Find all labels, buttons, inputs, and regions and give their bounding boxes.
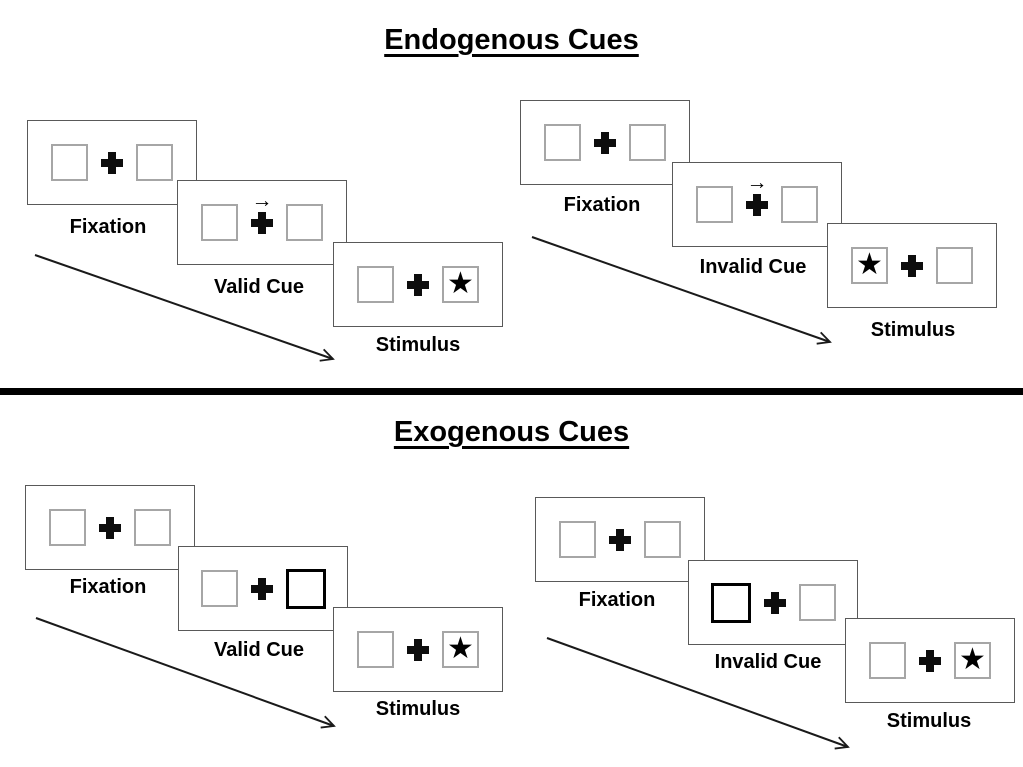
right-box: ★ — [954, 642, 991, 679]
left-box — [696, 186, 733, 223]
panel-label: Fixation — [69, 576, 147, 598]
plus-icon — [609, 528, 631, 551]
left-box — [201, 204, 238, 241]
star-icon: ★ — [447, 266, 474, 300]
right-box — [629, 124, 666, 161]
plus-icon — [407, 273, 429, 296]
panel-label: Stimulus — [886, 710, 972, 732]
plus-icon — [99, 516, 121, 539]
central-fixation — [901, 254, 923, 277]
plus-icon — [407, 638, 429, 661]
panel-endogenous-invalid-stimulus: ★ — [827, 223, 997, 308]
panel-endogenous-valid-cue: → — [177, 180, 347, 265]
central-fixation — [919, 649, 941, 672]
right-box — [136, 144, 173, 181]
left-box — [357, 266, 394, 303]
right-box — [134, 509, 171, 546]
cue-arrow-icon: → — [746, 170, 768, 194]
section-title-endogenous: Endogenous Cues — [384, 24, 639, 56]
panel-exogenous-valid-cue — [178, 546, 348, 631]
left-box — [51, 144, 88, 181]
panel-label: Fixation — [578, 589, 656, 611]
right-box — [936, 247, 973, 284]
panel-label: Invalid Cue — [699, 256, 807, 278]
section-divider — [0, 388, 1023, 395]
panel-label: Stimulus — [375, 698, 461, 720]
timeline-arrow-exogenous-valid — [35, 617, 336, 729]
central-fixation — [763, 591, 786, 614]
timeline-arrow-endogenous-valid — [34, 254, 335, 362]
left-box — [544, 124, 581, 161]
central-fixation — [250, 577, 273, 600]
plus-icon — [901, 254, 923, 277]
plus-icon — [101, 151, 123, 174]
plus-icon — [594, 131, 616, 154]
timeline-arrow-endogenous-invalid — [531, 236, 832, 345]
panel-label: Valid Cue — [213, 639, 305, 661]
left-box — [869, 642, 906, 679]
plus-icon — [763, 591, 786, 614]
plus-icon — [919, 649, 941, 672]
panel-label: Fixation — [563, 194, 641, 216]
cue-arrow-icon: → — [251, 188, 273, 212]
panel-label: Stimulus — [870, 319, 956, 341]
panel-endogenous-invalid-fixation — [520, 100, 690, 185]
central-fixation — [407, 638, 429, 661]
panel-label: Valid Cue — [213, 276, 305, 298]
panel-exogenous-valid-stimulus: ★ — [333, 607, 503, 692]
left-box — [49, 509, 86, 546]
left-box-highlighted — [710, 582, 751, 623]
central-fixation — [594, 131, 616, 154]
right-box — [798, 584, 836, 621]
star-icon: ★ — [856, 247, 883, 281]
left-box — [357, 631, 394, 668]
panel-endogenous-invalid-cue: → — [672, 162, 842, 247]
section-title-exogenous: Exogenous Cues — [393, 416, 630, 448]
plus-icon — [250, 577, 273, 600]
right-box — [644, 521, 681, 558]
central-fixation: → — [746, 172, 768, 216]
central-fixation — [101, 151, 123, 174]
right-box: ★ — [442, 631, 479, 668]
central-fixation — [609, 528, 631, 551]
star-icon: ★ — [447, 631, 474, 665]
right-box-highlighted — [285, 568, 326, 609]
central-fixation — [99, 516, 121, 539]
panel-endogenous-valid-fixation — [27, 120, 197, 205]
plus-icon — [251, 211, 273, 234]
panel-label: Invalid Cue — [714, 651, 822, 673]
panel-exogenous-invalid-stimulus: ★ — [845, 618, 1015, 703]
panel-label: Fixation — [69, 216, 147, 238]
panel-label: Stimulus — [375, 334, 461, 356]
right-box — [286, 204, 323, 241]
right-box: ★ — [442, 266, 479, 303]
plus-icon — [746, 193, 768, 216]
left-box — [559, 521, 596, 558]
panel-exogenous-valid-fixation — [25, 485, 195, 570]
left-box — [200, 570, 238, 607]
panel-endogenous-valid-stimulus: ★ — [333, 242, 503, 327]
central-fixation — [407, 273, 429, 296]
panel-exogenous-invalid-fixation — [535, 497, 705, 582]
right-box — [781, 186, 818, 223]
panel-exogenous-invalid-cue — [688, 560, 858, 645]
central-fixation: → — [251, 190, 273, 234]
left-box: ★ — [851, 247, 888, 284]
star-icon: ★ — [959, 642, 986, 676]
